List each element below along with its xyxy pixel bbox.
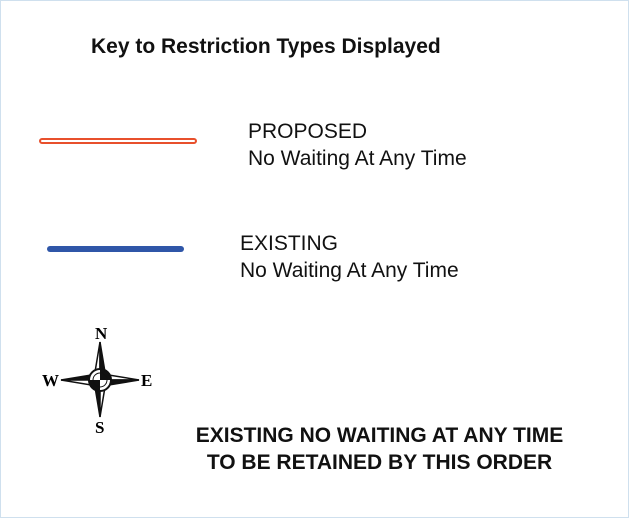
- compass-rose-icon: N S W E: [40, 320, 160, 440]
- retention-notice: EXISTING NO WAITING AT ANY TIME TO BE RE…: [152, 422, 607, 476]
- existing-heading: EXISTING: [240, 232, 339, 255]
- proposed-line-swatch: [39, 138, 197, 144]
- existing-legend-label: EXISTING No Waiting At Any Time: [240, 230, 459, 284]
- compass-east-label: E: [141, 371, 152, 390]
- proposed-heading: PROPOSED: [248, 120, 368, 143]
- notice-line-2: TO BE RETAINED BY THIS ORDER: [206, 451, 553, 474]
- notice-line-1: EXISTING NO WAITING AT ANY TIME: [195, 424, 564, 447]
- proposed-legend-label: PROPOSED No Waiting At Any Time: [248, 118, 467, 172]
- compass-south-label: S: [95, 418, 104, 437]
- existing-line-swatch: [47, 246, 184, 252]
- compass-west-label: W: [42, 371, 59, 390]
- compass-north-label: N: [95, 324, 108, 343]
- proposed-description: No Waiting At Any Time: [248, 147, 467, 170]
- key-title: Key to Restriction Types Displayed: [91, 35, 441, 58]
- existing-description: No Waiting At Any Time: [240, 259, 459, 282]
